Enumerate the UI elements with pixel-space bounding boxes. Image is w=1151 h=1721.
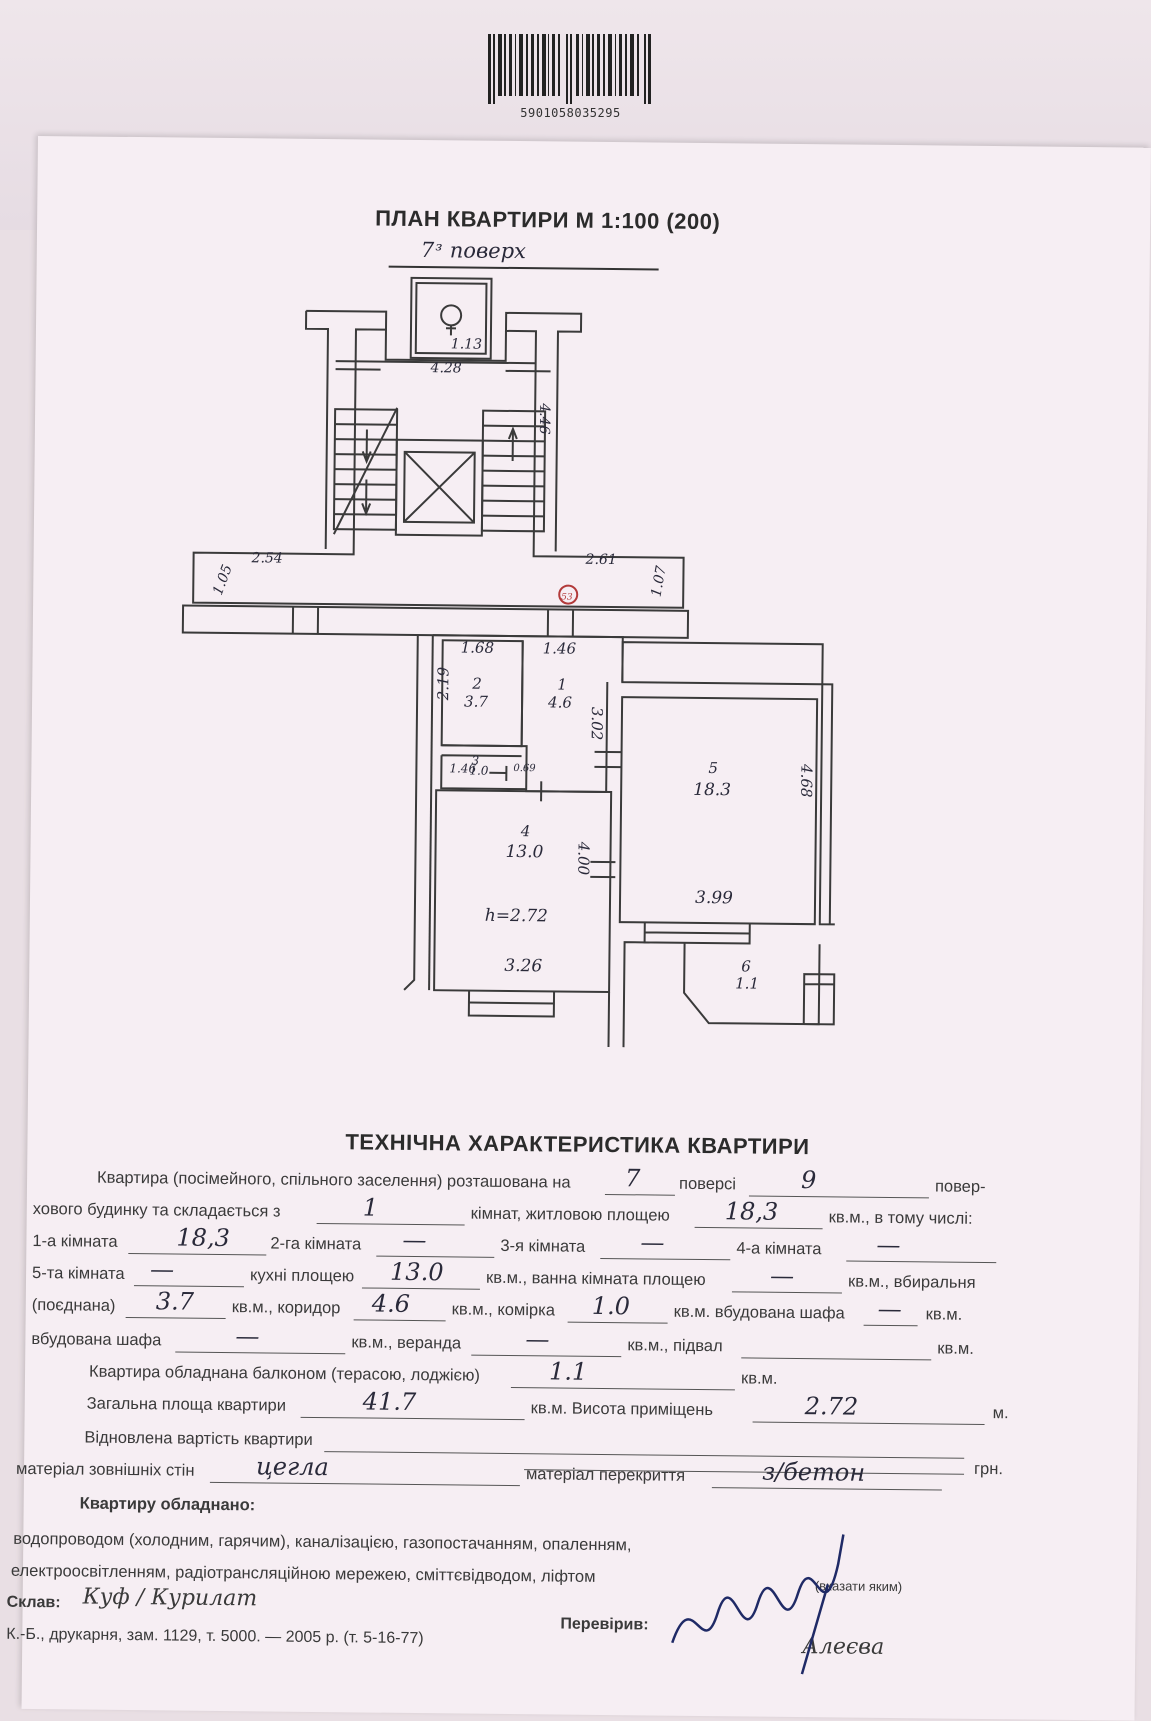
room1-dim-h: 3.02 xyxy=(588,707,606,741)
signature-scribble xyxy=(671,1534,845,1675)
room4-number: 4 xyxy=(520,822,531,840)
label-total-area: Загальна площа квартири xyxy=(86,1394,287,1415)
label-kitchen: кухні площею xyxy=(249,1266,355,1286)
value-room4: — xyxy=(876,1230,901,1260)
label-room5: 5-та кімната xyxy=(31,1264,125,1283)
label-wardrobe-2: вбудована шафа xyxy=(31,1329,162,1350)
value-balcony: 1.1 xyxy=(548,1357,588,1386)
label-including: кв.м., в тому числі: xyxy=(828,1208,973,1228)
value-wardrobe: — xyxy=(877,1294,902,1324)
room4-dim-h: 4.00 xyxy=(574,841,592,876)
label-compiled: Склав: xyxy=(6,1593,61,1612)
marker-label: 53 xyxy=(561,593,573,603)
room2-dim-h: 2.19 xyxy=(434,666,452,701)
label-meters: м. xyxy=(992,1404,1009,1423)
room5-number: 5 xyxy=(708,759,718,777)
value-wall-material: цегла xyxy=(255,1452,329,1482)
floor-plan-drawing: 1.13 4.28 4.46 2.54 1.05 2.61 1.07 53 1.… xyxy=(181,276,836,1048)
label-height: кв.м. Висота приміщень xyxy=(530,1399,714,1420)
plan-sheet: ПЛАН КВАРТИРИ М 1:100 (200) 7ᶟ поверх xyxy=(6,136,1151,1721)
room3-dim-w: 1.46 xyxy=(449,761,476,775)
label-sqm-3: кв.м. xyxy=(740,1369,778,1388)
value-wardrobe-2: — xyxy=(235,1322,260,1351)
label-equipped: Квартиру обладнано: xyxy=(79,1494,256,1515)
label-toilet: кв.м., вбиральня xyxy=(847,1272,976,1292)
barcode-digits: 5901058035295 xyxy=(520,106,621,120)
value-rooms: 1 xyxy=(362,1193,379,1222)
value-corridor: 4.6 xyxy=(371,1289,411,1318)
stair-label-6: 2.61 xyxy=(585,552,617,568)
label-basement: кв.м., підвал xyxy=(627,1336,723,1356)
label-combined: (поєднана) xyxy=(31,1295,116,1315)
label-rooms: хового будинку та складається з xyxy=(32,1200,281,1221)
label-floor-suffix: поверсі xyxy=(678,1174,737,1194)
label-utilities-1: водопроводом (холодним, гарячим), каналі… xyxy=(13,1529,632,1555)
value-room1: 18,3 xyxy=(176,1223,231,1253)
value-total-floors: 9 xyxy=(800,1166,817,1195)
value-room2: — xyxy=(402,1225,427,1255)
room1-area: 4.6 xyxy=(547,693,572,711)
label-checked: Перевірив: xyxy=(560,1615,649,1634)
label-floor-material: матеріал перекриття xyxy=(525,1465,686,1485)
room3-area: 1.0 xyxy=(469,764,489,778)
barcode-bars xyxy=(488,34,651,104)
label-sqm-1: кв.м. xyxy=(925,1305,963,1324)
label-restored-value: Відновлена вартість квартири xyxy=(84,1428,313,1449)
value-veranda: — xyxy=(525,1325,550,1354)
label-balcony: Квартира обладнана балконом (терасою, ло… xyxy=(88,1362,480,1385)
label-room3: 3-я кімната xyxy=(500,1236,586,1256)
room2-area: 3.7 xyxy=(464,692,488,710)
value-combined: 3.7 xyxy=(155,1287,195,1316)
room6-area: 1.1 xyxy=(735,974,759,992)
label-uah: грн. xyxy=(973,1459,1004,1479)
room2-number: 2 xyxy=(471,675,482,693)
label-utilities-2: електроосвітленням, радіотрансляційною м… xyxy=(10,1561,596,1586)
print-info: К.-Б., друкарня, зам. 1129, т. 5000. — 2… xyxy=(6,1625,424,1648)
value-kitchen: 13.0 xyxy=(389,1257,444,1287)
label-living-area: кімнат, житловою площею xyxy=(470,1204,670,1225)
label-wardrobe: кв.м. вбудована шафа xyxy=(673,1302,845,1323)
room4-height: h=2.72 xyxy=(485,906,548,927)
stair-label-3: 4.46 xyxy=(536,402,552,434)
room4-area: 13.0 xyxy=(505,842,543,862)
label-room4: 4-а кімната xyxy=(736,1239,822,1259)
room6-number: 6 xyxy=(741,957,751,975)
stair-label-2: 4.28 xyxy=(430,360,462,376)
label-corridor: кв.м., коридор xyxy=(231,1298,341,1318)
room3-dim-h: 0.69 xyxy=(513,763,536,774)
value-living-area: 18,3 xyxy=(724,1197,779,1226)
value-floor-material: з/бетон xyxy=(761,1457,866,1487)
value-room5: — xyxy=(149,1255,175,1284)
value-room3: — xyxy=(640,1228,665,1257)
label-bathroom: кв.м., ванна кімната площею xyxy=(485,1268,706,1290)
room1-dim-w: 1.46 xyxy=(543,639,577,657)
stair-label-1: 1.13 xyxy=(451,336,482,352)
room1-number: 1 xyxy=(557,675,567,693)
label-wall-material: матеріал зовнішніх стін xyxy=(15,1459,195,1480)
value-total-area: 41.7 xyxy=(362,1387,417,1417)
label-room1: 1-а кімната xyxy=(32,1232,118,1251)
room5-dim-h: 4.68 xyxy=(797,763,815,798)
label-veranda: кв.м., веранда xyxy=(351,1333,462,1353)
label-sqm-2: кв.м. xyxy=(937,1339,974,1358)
stair-label-5: 1.05 xyxy=(210,562,236,597)
value-height: 2.72 xyxy=(804,1392,859,1421)
stair-label-7: 1.07 xyxy=(648,565,669,599)
room2-dim-w: 1.68 xyxy=(461,638,495,656)
room5-dim-w: 3.99 xyxy=(695,888,733,908)
label-floor: Квартира (посімейного, спільного заселен… xyxy=(97,1168,571,1192)
value-floor: 7 xyxy=(624,1164,641,1193)
compiled-signature: Куф / Курилат xyxy=(82,1584,258,1612)
label-storage: кв.м., комірка xyxy=(451,1300,556,1320)
room4-dim-w: 3.26 xyxy=(504,956,542,976)
value-storage: 1.0 xyxy=(591,1291,631,1321)
label-room2: 2-га кімната xyxy=(270,1234,362,1254)
room5-area: 18.3 xyxy=(693,780,731,800)
barcode: 5901058035295 xyxy=(488,34,653,120)
stair-label-4: 2.54 xyxy=(251,550,283,566)
value-bathroom: — xyxy=(769,1261,795,1290)
label-storey: повер- xyxy=(934,1177,986,1196)
room3-number: 3 xyxy=(471,754,479,768)
